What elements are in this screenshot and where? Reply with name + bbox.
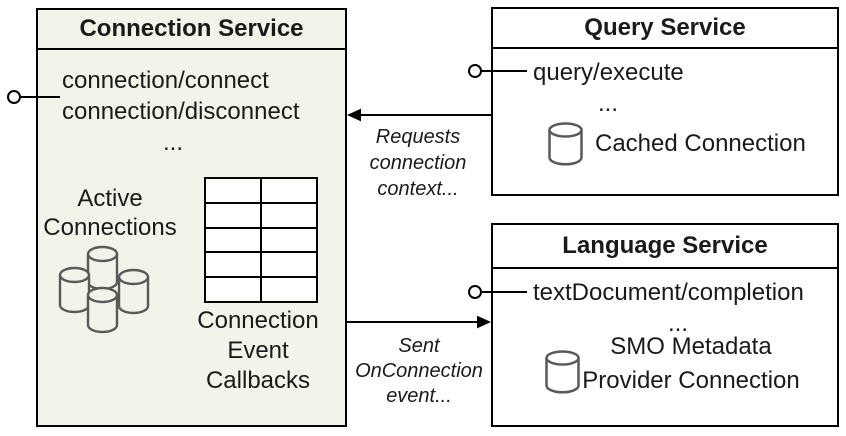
table-cell (206, 203, 260, 227)
connection-event-callbacks-label: Connection Event Callbacks (188, 306, 328, 396)
language-service-methods: textDocument/completion ... (533, 277, 823, 339)
callbacks-line1: Connection (197, 307, 319, 334)
method-textdocument-completion: textDocument/completion (533, 279, 804, 306)
requests-label-line2: connection (369, 152, 467, 174)
method-connection-disconnect: connection/disconnect (62, 98, 300, 125)
requests-label-line1: Requests (375, 126, 461, 148)
query-methods-ellipsis: ... (597, 90, 618, 117)
table-cell (262, 228, 316, 252)
database-cylinders-icon (58, 245, 150, 334)
table-cell (262, 278, 316, 301)
sent-label-line2: OnConnection (355, 360, 483, 382)
callbacks-line3: Callbacks (205, 367, 311, 394)
requests-connection-context-label: Requests connection context... (356, 124, 480, 202)
sent-onconnection-arrow (347, 315, 491, 329)
table-cell (262, 203, 316, 227)
connection-service-box: Connection Service connection/connect co… (36, 8, 347, 427)
language-service-title: Language Service (493, 225, 837, 269)
method-connection-connect: connection/connect (62, 67, 269, 94)
query-service-methods: query/execute ... (533, 57, 684, 119)
database-cylinder-icon (545, 350, 580, 394)
requests-label-line3: context... (377, 178, 459, 200)
callbacks-line2: Event (227, 337, 289, 364)
connection-table (204, 177, 318, 303)
connection-service-title: Connection Service (38, 10, 345, 50)
table-cell (206, 179, 260, 202)
active-connections-line1: Active (77, 185, 143, 212)
table-cell (262, 179, 316, 202)
table-cell (206, 228, 260, 252)
active-connections-line2: Connections (43, 214, 177, 241)
language-service-box: Language Service textDocument/completion… (491, 223, 839, 427)
sent-label-line3: event... (386, 385, 452, 407)
connection-service-methods: connection/connect connection/disconnect… (62, 65, 300, 158)
smo-line1: SMO Metadata (610, 333, 772, 360)
method-query-execute: query/execute (533, 59, 684, 86)
table-cell (206, 278, 260, 301)
active-connections-label: Active Connections (40, 184, 180, 242)
table-cell (262, 253, 316, 277)
table-cell (206, 253, 260, 277)
database-cylinder-icon (548, 122, 583, 166)
query-service-box: Query Service query/execute ... Cached C… (491, 7, 839, 196)
cached-connection-row: Cached Connection (548, 122, 806, 166)
sent-onconnection-event-label: Sent OnConnection event... (349, 334, 489, 409)
requests-connection-arrow (347, 108, 491, 122)
connection-methods-ellipsis: ... (162, 129, 183, 156)
smo-line2: Provider Connection (582, 367, 800, 394)
query-service-title: Query Service (493, 9, 837, 49)
language-methods-ellipsis: ... (667, 310, 688, 337)
sent-label-line1: Sent (398, 335, 440, 357)
smo-metadata-provider-label: SMO Metadata Provider Connection (576, 330, 806, 398)
cached-connection-label: Cached Connection (595, 130, 806, 157)
